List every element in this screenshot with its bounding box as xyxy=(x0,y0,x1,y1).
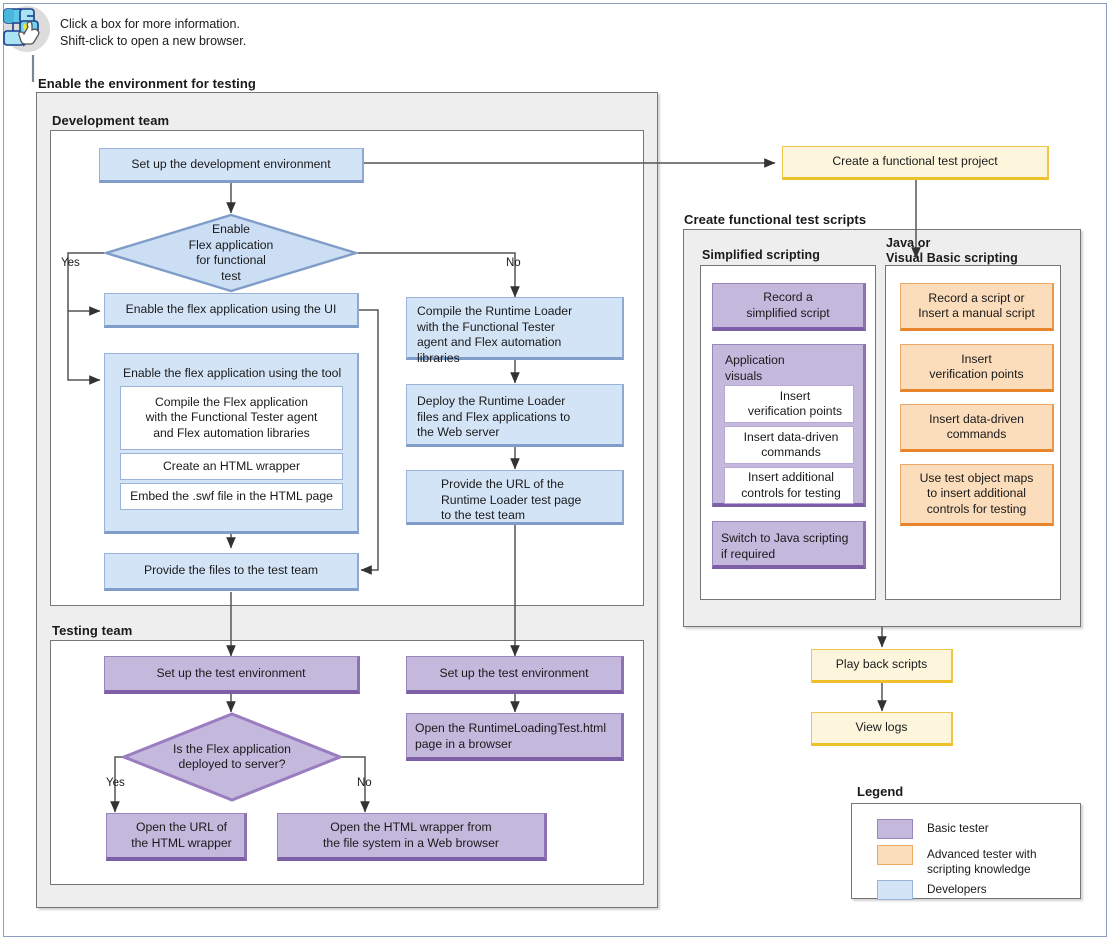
legend-title: Legend xyxy=(857,784,904,799)
node-switch-to-java-scripting[interactable]: Switch to Java scripting if required xyxy=(712,521,866,569)
node-enable-flex-decision[interactable]: Enable Flex application for functional t… xyxy=(104,213,358,293)
node-record-or-insert-manual-script[interactable]: Record a script or Insert a manual scrip… xyxy=(900,283,1054,331)
legend-item-advanced-tester: Advanced tester with scripting knowledge xyxy=(877,845,1037,876)
node-setup-test-environment-right[interactable]: Set up the test environment xyxy=(406,656,624,694)
node-compile-runtime-loader[interactable]: Compile the Runtime Loader with the Func… xyxy=(406,297,624,365)
node-view-logs[interactable]: View logs xyxy=(811,712,953,746)
node-setup-test-environment-left[interactable]: Set up the test environment xyxy=(104,656,360,694)
edge-label-enable-yes: Yes xyxy=(61,257,80,269)
node-use-test-object-maps[interactable]: Use test object maps to insert additiona… xyxy=(900,464,1054,526)
node-open-url-html-wrapper[interactable]: Open the URL of the HTML wrapper xyxy=(106,813,247,861)
subsection-title-java-vb-scripting: Java or Visual Basic scripting xyxy=(886,236,1018,265)
node-open-html-wrapper-filesystem[interactable]: Open the HTML wrapper from the file syst… xyxy=(277,813,547,861)
node-record-simplified-script[interactable]: Record a simplified script xyxy=(712,283,866,331)
section-title-enable-environment: Enable the environment for testing xyxy=(38,76,256,91)
legend-label-advanced-tester: Advanced tester with scripting knowledge xyxy=(927,847,1037,876)
node-flex-deployed-decision[interactable]: Is the Flex application deployed to serv… xyxy=(122,712,342,802)
legend-item-basic-tester: Basic tester xyxy=(877,819,989,839)
node-enable-flex-using-tool-label: Enable the flex application using the to… xyxy=(123,366,342,380)
section-title-create-scripts: Create functional test scripts xyxy=(684,212,867,227)
node-enable-flex-using-ui[interactable]: Enable the flex application using the UI xyxy=(104,293,359,328)
legend-item-developers: Developers xyxy=(877,880,987,900)
legend-panel: Basic tester Advanced tester with script… xyxy=(851,803,1081,900)
node-create-functional-test-project[interactable]: Create a functional test project xyxy=(782,146,1049,180)
subsection-title-simplified-scripting: Simplified scripting xyxy=(702,248,820,262)
section-title-testing-team: Testing team xyxy=(52,623,133,638)
node-flex-deployed-decision-label: Is the Flex application deployed to serv… xyxy=(173,741,291,772)
node-provide-files-to-test-team[interactable]: Provide the files to the test team xyxy=(104,553,359,591)
node-application-visuals-label: Application visuals xyxy=(725,353,785,383)
developers-swatch xyxy=(877,880,913,900)
node-deploy-runtime-loader[interactable]: Deploy the Runtime Loader files and Flex… xyxy=(406,384,624,447)
legend-label-developers: Developers xyxy=(927,882,987,896)
node-play-back-scripts[interactable]: Play back scripts xyxy=(811,649,953,683)
node-av-insert-data-driven-commands[interactable]: Insert data-driven commands xyxy=(724,426,854,464)
node-av-insert-additional-controls[interactable]: Insert additional controls for testing xyxy=(724,467,854,504)
node-insert-data-driven-commands[interactable]: Insert data-driven commands xyxy=(900,404,1054,452)
node-setup-development-environment[interactable]: Set up the development environment xyxy=(99,148,364,183)
node-open-runtimeloadingtest-page[interactable]: Open the RuntimeLoadingTest.html page in… xyxy=(406,713,624,761)
edge-label-deployed-yes: Yes xyxy=(106,777,125,789)
flowchart-click-icon xyxy=(2,5,58,57)
edge-label-deployed-no: No xyxy=(357,777,372,789)
advanced-tester-swatch xyxy=(877,845,913,865)
node-insert-verification-points[interactable]: Insert verification points xyxy=(900,344,1054,392)
node-embed-swf-file[interactable]: Embed the .swf file in the HTML page xyxy=(120,483,343,510)
node-av-insert-verification-points[interactable]: Insert verification points xyxy=(724,385,854,423)
node-create-html-wrapper[interactable]: Create an HTML wrapper xyxy=(120,453,343,480)
edge-label-enable-no: No xyxy=(506,257,521,269)
node-provide-runtime-loader-url[interactable]: Provide the URL of the Runtime Loader te… xyxy=(406,470,624,525)
node-compile-flex-application[interactable]: Compile the Flex application with the Fu… xyxy=(120,386,343,450)
help-instructions: Click a box for more information. Shift-… xyxy=(60,17,247,48)
basic-tester-swatch xyxy=(877,819,913,839)
node-enable-flex-decision-label: Enable Flex application for functional t… xyxy=(188,222,274,283)
legend-label-basic-tester: Basic tester xyxy=(927,821,989,835)
section-title-development-team: Development team xyxy=(52,113,170,128)
